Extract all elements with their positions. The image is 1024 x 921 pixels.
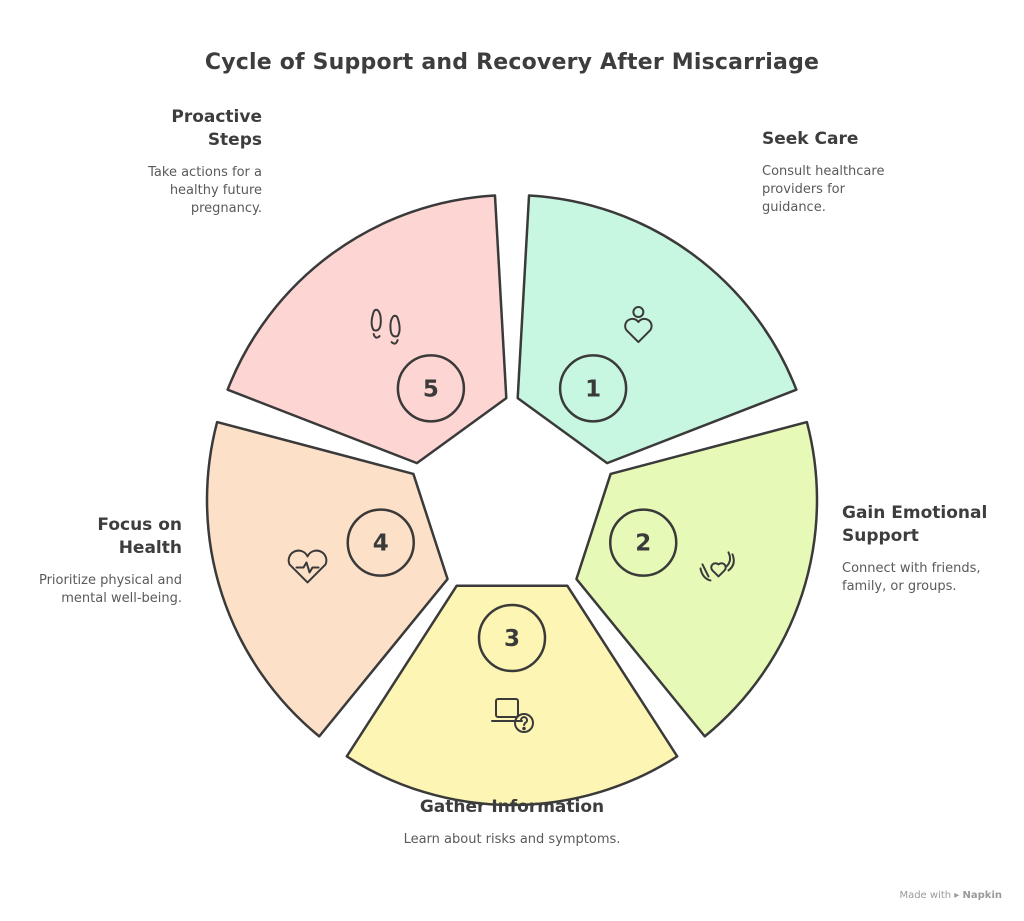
heartbeat-icon [287, 549, 328, 584]
step-1-heading: Seek Care [762, 129, 859, 149]
step-1-badge: 1 [558, 354, 628, 423]
laptop-question-icon [491, 698, 534, 733]
step-3-segment [345, 584, 679, 807]
step-5-heading: Proactive Steps [171, 107, 262, 150]
step-1-description: Consult healthcare providers for guidanc… [762, 164, 885, 215]
step-2-segment [575, 420, 819, 738]
step-1-label: Seek Care Consult healthcare providers f… [762, 128, 912, 217]
footer-brand: Napkin [962, 890, 1002, 901]
step-4-badge: 4 [346, 508, 416, 577]
step-4-description: Prioritize physical and mental well-bein… [38, 573, 182, 606]
napkin-icon: ▸ [954, 890, 960, 901]
step-2-number: 2 [635, 531, 651, 557]
step-4-number: 4 [373, 531, 389, 557]
footer-prefix: Made with [899, 890, 952, 901]
step-3-label: Gather Information Learn about risks and… [402, 796, 622, 849]
step-4-label: Focus on Health Prioritize physical and … [32, 514, 182, 608]
person-heart-icon [624, 306, 653, 344]
footprints-icon [370, 308, 401, 345]
step-1-segment [516, 194, 798, 465]
step-3-description: Learn about risks and symptoms. [403, 832, 621, 847]
step-5-label: Proactive Steps Take actions for a healt… [112, 106, 262, 218]
step-3-heading: Gather Information [419, 797, 605, 817]
hands-heart-icon [699, 551, 735, 582]
step-5-description: Take actions for a healthy future pregna… [148, 165, 262, 216]
step-5-segment [226, 194, 508, 465]
diagram-title: Cycle of Support and Recovery After Misc… [204, 50, 820, 75]
step-3-badge: 3 [477, 603, 547, 673]
made-with-napkin[interactable]: Made with ▸ Napkin [899, 890, 1002, 901]
step-2-description: Connect with friends, family, or groups. [842, 561, 981, 594]
step-5-badge: 5 [396, 354, 466, 423]
step-2-label: Gain Emotional Support Connect with frie… [842, 502, 992, 596]
step-2-badge: 2 [608, 508, 678, 577]
step-5-number: 5 [423, 376, 439, 402]
step-4-segment [205, 420, 449, 738]
step-1-number: 1 [585, 376, 601, 402]
step-4-heading: Focus on Health [97, 515, 182, 558]
step-3-number: 3 [504, 626, 520, 652]
step-2-heading: Gain Emotional Support [842, 503, 988, 546]
